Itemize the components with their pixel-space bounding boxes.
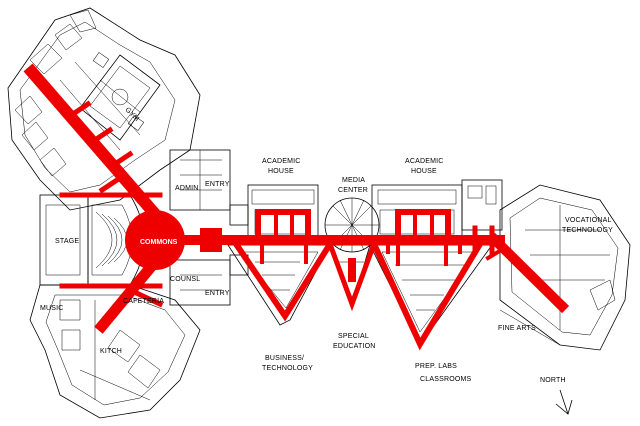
label-special-ed-line2: EDUCATION xyxy=(333,343,376,350)
corridor-business-v xyxy=(231,239,335,322)
label-entry-bottom: ENTRY xyxy=(205,290,230,297)
commons-hub xyxy=(125,210,185,270)
label-counsel: COUNSL xyxy=(170,276,200,283)
label-admin: ADMIN xyxy=(175,185,199,192)
label-business-line1: BUSINESS/ xyxy=(265,355,304,362)
label-classrooms: CLASSROOMS xyxy=(420,376,472,383)
building-outlines xyxy=(7,7,631,419)
label-kitchen: KITCH xyxy=(100,348,122,355)
label-vocational-line1: VOCATIONAL xyxy=(565,217,612,224)
label-business-line2: TECHNOLOGY xyxy=(262,365,313,372)
label-media-center-line2: CENTER xyxy=(338,187,368,194)
label-prep-labs: PREP. LABS xyxy=(415,363,457,370)
label-gym: GYM xyxy=(124,106,141,123)
north-arrow xyxy=(555,389,573,415)
label-academic-house-2-line2: HOUSE xyxy=(411,168,437,175)
corridor-east xyxy=(487,232,570,314)
label-north: NORTH xyxy=(540,377,566,384)
labels: STAGE COMMONS GYM ADMIN ENTRY ENTRY COUN… xyxy=(40,106,613,384)
label-fine-arts: FINE ARTS xyxy=(498,325,536,332)
east-wing-outline xyxy=(499,184,631,351)
label-academic-house-1-line1: ACADEMIC xyxy=(262,158,301,165)
label-entry-top: ENTRY xyxy=(205,181,230,188)
label-commons: COMMONS xyxy=(140,239,178,246)
label-music: MUSIC xyxy=(40,305,64,312)
label-vocational-line2: TECHNOLOGY xyxy=(562,227,613,234)
corridor-southwest xyxy=(94,254,163,334)
gym-outline xyxy=(79,52,161,141)
label-media-center-line1: MEDIA xyxy=(342,177,365,184)
corridors xyxy=(23,63,570,351)
corridor-special-ed-v xyxy=(326,240,378,312)
label-special-ed-line1: SPECIAL xyxy=(338,333,369,340)
corridor-classrooms-v xyxy=(370,239,485,351)
northwest-wing-outline xyxy=(7,7,201,211)
label-stage: STAGE xyxy=(55,238,79,245)
southwest-wing-outline xyxy=(29,284,201,419)
label-cafeteria: CAFETERIA xyxy=(123,298,164,305)
label-academic-house-2-line1: ACADEMIC xyxy=(405,158,444,165)
label-academic-house-1-line2: HOUSE xyxy=(268,168,294,175)
